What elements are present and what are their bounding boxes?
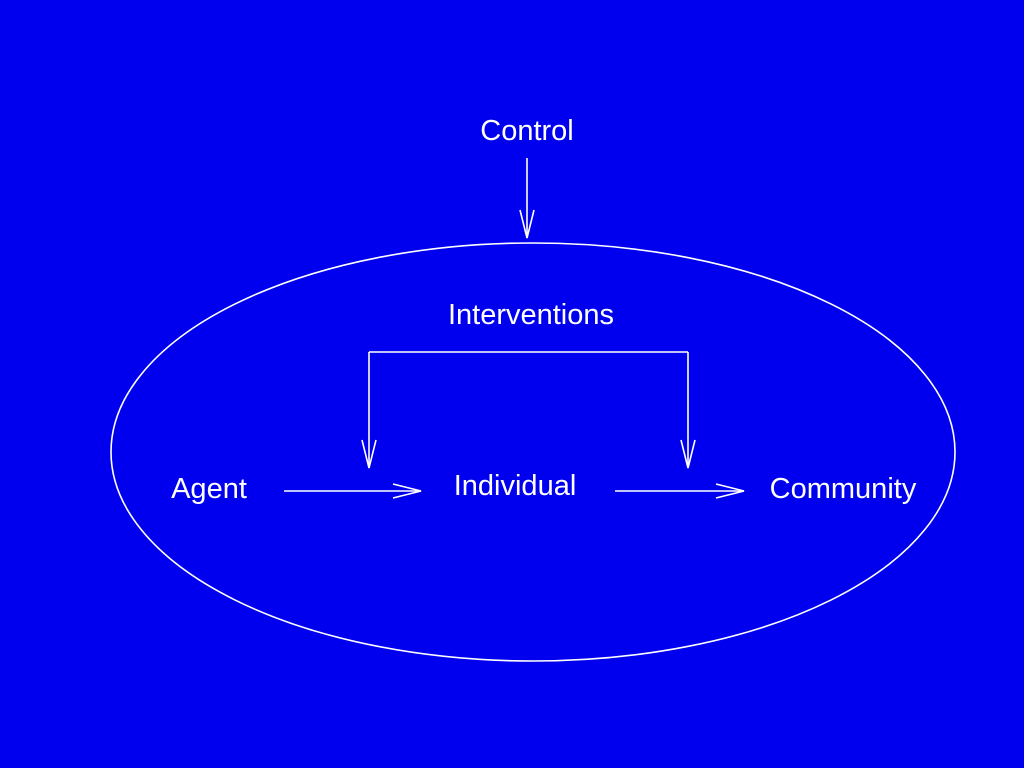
system-boundary-ellipse [110,242,956,662]
label-control: Control [480,115,574,147]
arrow-interventions-to-community [680,352,696,469]
interventions-bracket [361,351,696,469]
label-community: Community [770,473,917,505]
arrow-individual-to-community [615,483,745,499]
arrow-control-to-system [519,158,535,239]
arrow-agent-to-individual [284,483,422,499]
arrow-interventions-to-individual [361,352,377,469]
label-individual: Individual [454,470,577,502]
label-agent: Agent [171,473,247,505]
label-interventions: Interventions [448,299,614,331]
